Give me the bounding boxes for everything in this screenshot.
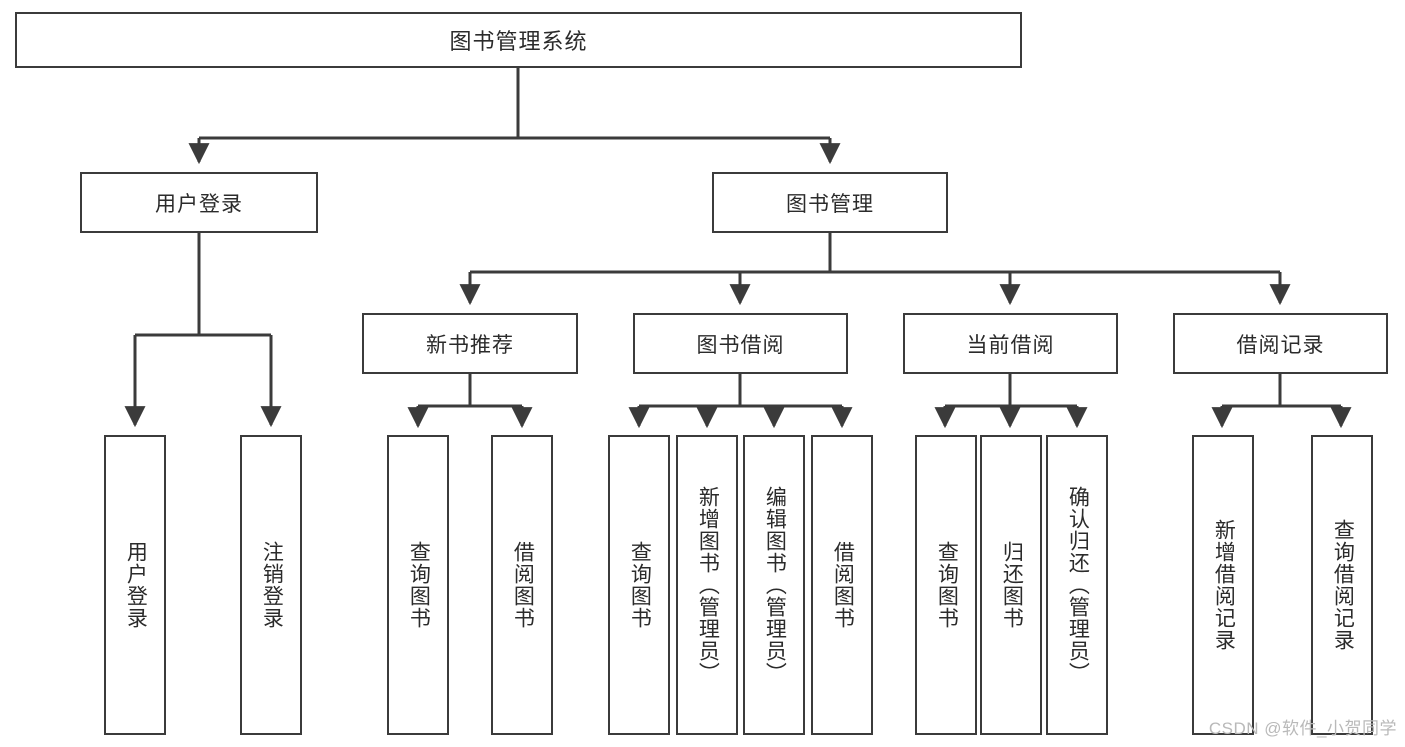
- node-label: 新增借阅记录: [1212, 519, 1236, 651]
- node-label: 图书管理: [786, 192, 874, 216]
- node-root-system[interactable]: 图书管理系统: [15, 12, 1022, 68]
- leaf-bookborrow-borrow-book[interactable]: 借阅图书: [811, 435, 873, 735]
- node-label: 编辑图书（管理员）: [763, 486, 787, 684]
- node-user-login[interactable]: 用户登录: [80, 172, 318, 233]
- node-borrow-record[interactable]: 借阅记录: [1173, 313, 1388, 374]
- node-book-management[interactable]: 图书管理: [712, 172, 948, 233]
- leaf-currentborrow-return-book[interactable]: 归还图书: [980, 435, 1042, 735]
- node-label: 图书借阅: [696, 333, 785, 357]
- node-book-borrow[interactable]: 图书借阅: [633, 313, 848, 374]
- node-label: 新增图书（管理员）: [696, 486, 720, 684]
- node-label: 用户登录: [124, 541, 148, 629]
- node-label: 图书管理系统: [449, 29, 588, 54]
- leaf-bookborrow-query-book[interactable]: 查询图书: [608, 435, 670, 735]
- node-current-borrow[interactable]: 当前借阅: [903, 313, 1118, 374]
- node-label: 借阅记录: [1236, 333, 1325, 357]
- node-label: 借阅图书: [511, 541, 535, 629]
- leaf-logout[interactable]: 注销登录: [240, 435, 302, 735]
- leaf-bookborrow-add-book-admin[interactable]: 新增图书（管理员）: [676, 435, 738, 735]
- node-label: 注销登录: [260, 541, 284, 629]
- node-label: 查询借阅记录: [1331, 519, 1355, 651]
- leaf-borrowrecord-query-record[interactable]: 查询借阅记录: [1311, 435, 1373, 735]
- leaf-newbook-borrow-book[interactable]: 借阅图书: [491, 435, 553, 735]
- node-label: 查询图书: [935, 541, 959, 629]
- node-label: 查询图书: [407, 541, 431, 629]
- node-label: 确认归还（管理员）: [1066, 486, 1090, 684]
- node-label: 当前借阅: [966, 333, 1055, 357]
- leaf-user-login[interactable]: 用户登录: [104, 435, 166, 735]
- leaf-currentborrow-confirm-return-admin[interactable]: 确认归还（管理员）: [1046, 435, 1108, 735]
- node-label: 查询图书: [628, 541, 652, 629]
- node-new-book-recommend[interactable]: 新书推荐: [362, 313, 578, 374]
- node-label: 归还图书: [1000, 541, 1024, 629]
- leaf-bookborrow-edit-book-admin[interactable]: 编辑图书（管理员）: [743, 435, 805, 735]
- leaf-newbook-query-book[interactable]: 查询图书: [387, 435, 449, 735]
- leaf-currentborrow-query-book[interactable]: 查询图书: [915, 435, 977, 735]
- leaf-borrowrecord-add-record[interactable]: 新增借阅记录: [1192, 435, 1254, 735]
- node-label: 新书推荐: [426, 333, 514, 357]
- node-label: 用户登录: [155, 192, 243, 216]
- csdn-watermark: CSDN @软件_小贺同学: [1208, 719, 1397, 738]
- node-label: 借阅图书: [831, 541, 855, 629]
